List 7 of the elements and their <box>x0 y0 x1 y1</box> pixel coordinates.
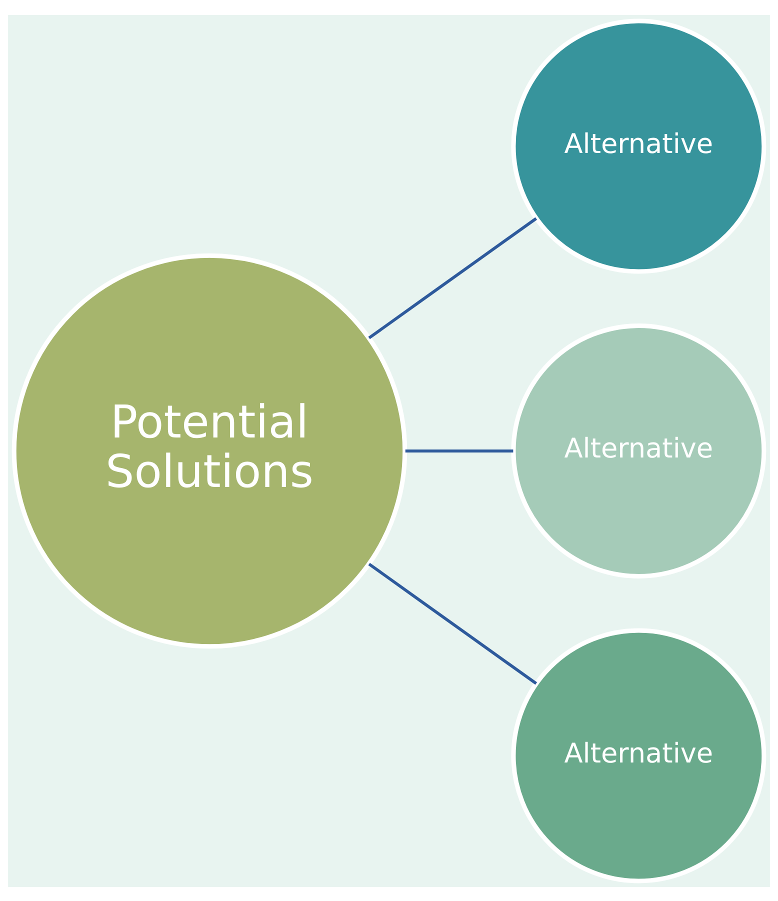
node-circle: Potential Solutions <box>12 252 408 648</box>
connector <box>368 216 538 339</box>
connector <box>405 449 514 452</box>
node-circle: Alternative <box>511 323 766 578</box>
node-circle: Alternative <box>511 18 766 274</box>
node-circle: Alternative <box>511 628 766 883</box>
connector <box>368 562 538 684</box>
